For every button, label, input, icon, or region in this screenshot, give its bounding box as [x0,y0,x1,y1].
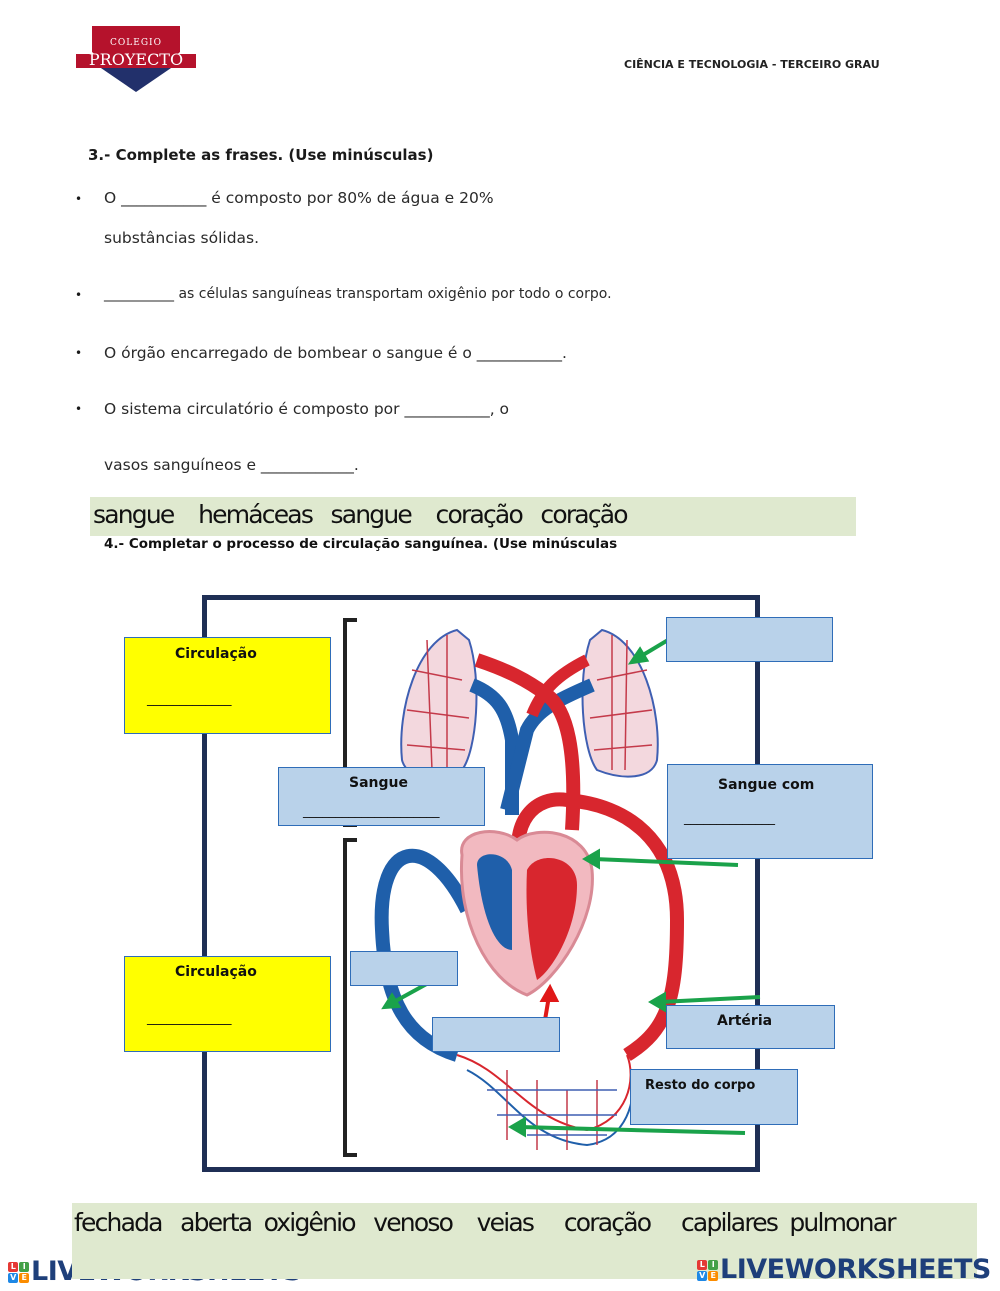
box-vein-answer[interactable] [350,951,458,986]
right-lung [581,628,659,778]
left-lung [400,628,478,778]
sangue-com-title: Sangue com [718,777,815,793]
pulmonary-vein-right [526,654,590,718]
arrow-capillaries-head [508,1116,526,1138]
arteria-label: Artéria [717,1013,773,1029]
sentence-1-part2: substâncias sólidas. [104,229,260,247]
box-sangue-com[interactable]: Sangue com ______________ [667,764,873,859]
box-resto-do-corpo[interactable]: Resto do corpo [630,1069,798,1125]
subject-header: CIÊNCIA E TECNOLOGIA - TERCEIRO GRAU [624,58,880,71]
arrow-artery-head [648,991,666,1013]
right-ventricle [477,854,512,950]
arrow-oxygen-blood [593,857,739,867]
arrow-oxygen-blood-head [582,848,600,870]
pulmonary-vein-left [469,678,519,815]
lower-bracket [343,838,357,1157]
word-bank-q3: sangue hemáceas sangue coração coração [90,497,856,536]
sentence-3: O órgão encarregado de bombear o sangue … [104,344,567,362]
circulation-bottom-blank: _____________ [147,1011,232,1026]
box-sangue[interactable]: Sangue _____________________ [278,767,485,826]
arrow-capillaries [519,1125,746,1135]
circulation-top-title: Circulação [175,646,257,662]
bullet-1: • [75,192,83,206]
circulation-top-blank: _____________ [147,692,232,707]
box-heart-answer[interactable] [432,1017,560,1052]
box-arteria[interactable]: Artéria [666,1005,835,1049]
arrow-artery [659,995,761,1004]
bullet-3: • [75,346,83,360]
resto-do-corpo-label: Resto do corpo [645,1078,756,1093]
word-bank-q3-text: sangue hemáceas sangue coração coração [93,500,629,529]
liveworksheets-icon: L I V E [8,1262,29,1283]
sangue-com-blank: ______________ [684,811,775,826]
arrow-heart-head [539,983,560,1002]
box-circulation-bottom[interactable]: Circulação _____________ [124,956,331,1052]
bullet-2: • [75,288,83,302]
logo-line1: COLEGIO [110,38,162,48]
sentence-4-part1: O sistema circulatório é composto por __… [104,400,510,418]
question3-title: 3.- Complete as frases. (Use minúsculas) [88,146,434,164]
bullet-4: • [75,402,83,416]
word-bank-q4: fechada aberta oxigênio venoso veias cor… [72,1203,977,1279]
word-bank-q4-text: fechada aberta oxigênio venoso veias cor… [74,1208,897,1237]
sentence-2: __________ as células sanguíneas transpo… [104,286,612,302]
left-ventricle [526,858,577,980]
pulmonary-artery-left [474,653,581,831]
sentence-1-part1: O ___________ é composto por 80% de água… [104,189,494,207]
school-logo: COLEGIO PROYECTO [76,26,196,92]
box-circulation-top[interactable]: Circulação _____________ [124,637,331,734]
question4-title: 4.- Completar o processo de circulação s… [104,536,618,552]
liveworksheets-icon: L I V E [697,1260,718,1281]
pulmonary-artery-right [500,678,595,812]
arrow-lungs-head [627,646,650,665]
sentence-4-part2: vasos sanguíneos e ____________. [104,456,359,474]
sangue-title: Sangue [349,775,408,791]
arrow-vein-head [381,992,402,1010]
liveworksheets-brand-right: LIVEWORKSHEETS [720,1254,991,1285]
vena-cava [374,848,474,1062]
circulation-bottom-title: Circulação [175,964,257,980]
box-lungs-answer[interactable] [666,617,833,662]
liveworksheets-logo-right: L I V E LIVEWORKSHEETS [697,1254,991,1285]
logo-shield-icon [76,26,196,92]
sangue-blank: _____________________ [303,804,440,819]
logo-line2: PROYECTO [88,50,184,69]
